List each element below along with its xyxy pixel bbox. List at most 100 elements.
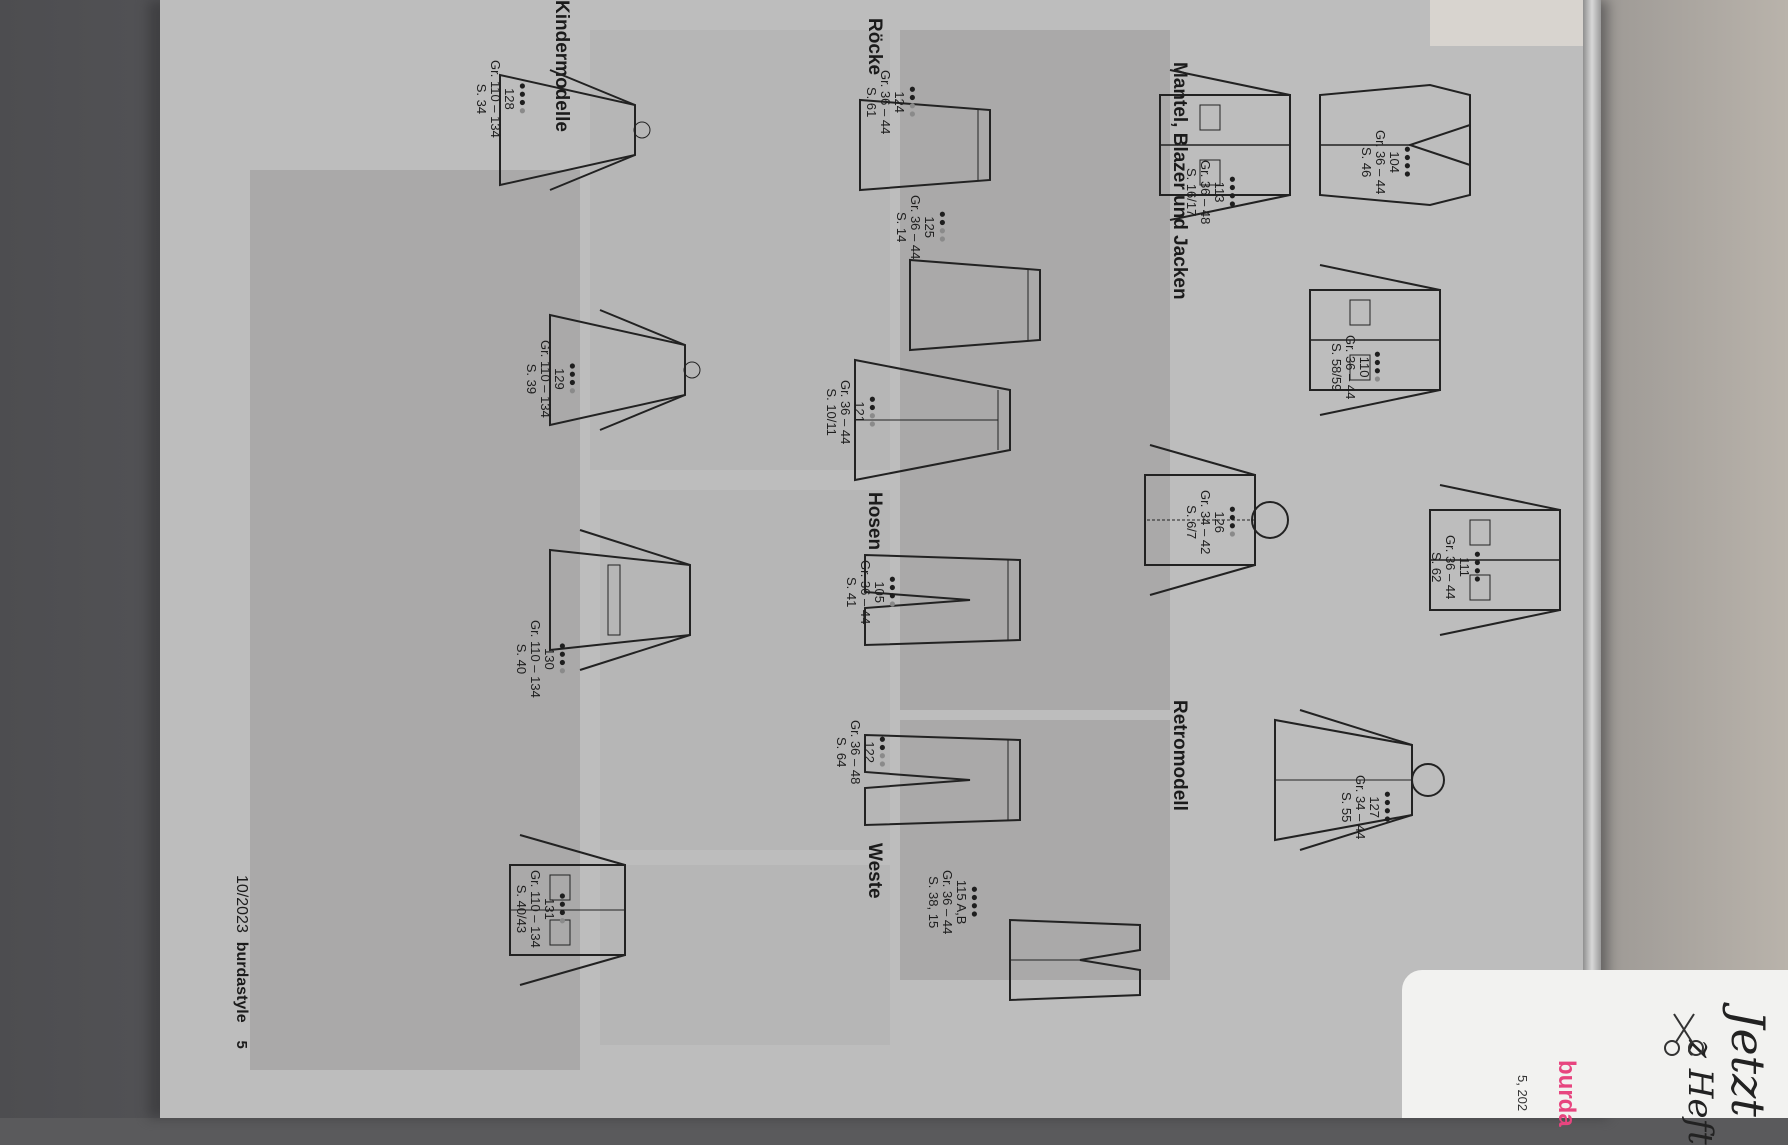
tile-kinder	[250, 170, 580, 1070]
pattern-number: 131	[542, 898, 557, 920]
magazine-page: Mantel, Blazer und Jacken Retromodell Rö…	[160, 0, 1600, 1118]
pattern-number: 130	[542, 648, 557, 670]
tile-roecke	[590, 30, 890, 470]
pattern-page: S. 39	[524, 363, 539, 395]
difficulty-dots: ●●●●	[876, 735, 890, 769]
difficulty-dots: ●●●●	[556, 892, 570, 926]
garment-drawing-trousers	[860, 690, 1040, 870]
pattern-size: Gr. 36 – 44	[1343, 335, 1358, 400]
garment-svg	[1009, 918, 1141, 1002]
magazine-script-line1: Jetzt	[1721, 1010, 1775, 1117]
garment-drawing-jacket	[1290, 250, 1470, 430]
pattern-page: S. 64	[834, 736, 849, 768]
pattern-page: S. 16/17	[1184, 167, 1199, 217]
pattern-size: Gr. 36 – 44	[858, 560, 873, 625]
garment-drawing-kids-dress	[540, 280, 720, 460]
difficulty-dots: ●●●●	[1371, 350, 1385, 384]
garment-svg	[549, 529, 691, 671]
difficulty-dots: ●●●●	[1226, 175, 1240, 209]
tile-mantel	[900, 30, 1170, 710]
garment-drawing-vest	[990, 870, 1170, 1050]
pattern-page: S. 10/11	[824, 388, 839, 436]
footer-brand: burdastyle	[233, 941, 250, 1023]
pattern-page: S. 14	[894, 211, 909, 243]
garment-drawing-jacket	[1410, 470, 1590, 650]
pattern-page: S. 62	[1429, 551, 1444, 583]
pattern-page: S. 41	[844, 576, 859, 608]
garment-drawing-skirt	[890, 215, 1070, 395]
pattern-size: Gr. 110 – 134	[528, 870, 543, 948]
pattern-page: S. 58/59	[1329, 342, 1344, 392]
garment-svg	[909, 258, 1041, 352]
difficulty-dots: ●●●●	[516, 82, 530, 116]
tile-weste	[600, 865, 890, 1045]
magazine-spine	[1583, 0, 1601, 1118]
garment-drawing-trousers	[860, 510, 1040, 690]
pattern-size: Gr. 110 – 134	[528, 620, 543, 698]
pattern-number: 127	[1367, 796, 1382, 819]
difficulty-dots: ●●●●	[1471, 550, 1485, 584]
garment-svg	[1309, 264, 1441, 416]
garment-drawing-jacket	[1140, 55, 1320, 235]
pattern-page: S. 6/7	[1184, 505, 1199, 540]
scissors-icon	[1660, 1010, 1710, 1060]
difficulty-dots: ●●●●	[906, 85, 920, 119]
pattern-size: Gr. 36 – 44	[878, 70, 893, 135]
pattern-number: 125	[922, 216, 937, 239]
garment-svg	[864, 553, 1021, 647]
garment-svg	[499, 69, 651, 191]
page-footer: 10/2023 burdastyle 5	[232, 875, 250, 1049]
pattern-number: 122	[862, 741, 877, 764]
garment-drawing-blazer	[1310, 55, 1490, 235]
garment-svg	[1159, 69, 1291, 221]
tile-retro	[900, 720, 1170, 980]
footer-issue: 10/2023	[233, 875, 250, 933]
difficulty-dots: ●●●●	[566, 362, 580, 396]
pattern-number: 124	[892, 91, 907, 114]
difficulty-dots: ●●●●	[968, 885, 982, 919]
difficulty-dots: ●●●●	[936, 210, 950, 244]
garment-svg	[854, 358, 1011, 482]
garment-svg	[1429, 484, 1561, 636]
pattern-number: 111	[1457, 557, 1472, 578]
pattern-page: S. 38, 15	[926, 876, 941, 929]
pattern-size: Gr. 36 – 44	[908, 195, 923, 260]
pattern-page: S. 40/43	[514, 884, 529, 934]
pattern-page: S. 61	[864, 86, 879, 118]
difficulty-dots: ●●●●	[866, 395, 880, 429]
garment-drawing-kids-dress	[490, 40, 670, 220]
magazine-brand: burda	[1553, 1060, 1580, 1127]
garment-svg	[859, 98, 991, 192]
pattern-size: Gr. 36 – 44	[838, 380, 853, 445]
garment-svg	[1144, 444, 1289, 596]
pattern-page: S. 55	[1339, 791, 1354, 823]
garment-svg	[509, 834, 626, 986]
section-title-retro: Retromodell	[1169, 700, 1190, 811]
pattern-size: Gr. 34 – 42	[1198, 490, 1213, 555]
garment-svg	[1274, 709, 1445, 851]
pattern-size: Gr. 110 – 134	[538, 340, 553, 418]
difficulty-dots: ●●●●	[886, 575, 900, 609]
pattern-page: S. 46	[1359, 146, 1374, 178]
garment-drawing-hooded-jacket	[1120, 430, 1300, 610]
pattern-number: 128	[502, 88, 517, 110]
garment-svg	[864, 733, 1021, 827]
garment-drawing-kids-coat	[540, 510, 720, 690]
pattern-size: Gr. 34 – 44	[1353, 775, 1368, 840]
pattern-number: 110	[1357, 356, 1372, 378]
underlying-magazine-corner	[1430, 0, 1600, 46]
pattern-number: 113	[1212, 181, 1227, 203]
pattern-page: S. 40	[514, 643, 529, 675]
